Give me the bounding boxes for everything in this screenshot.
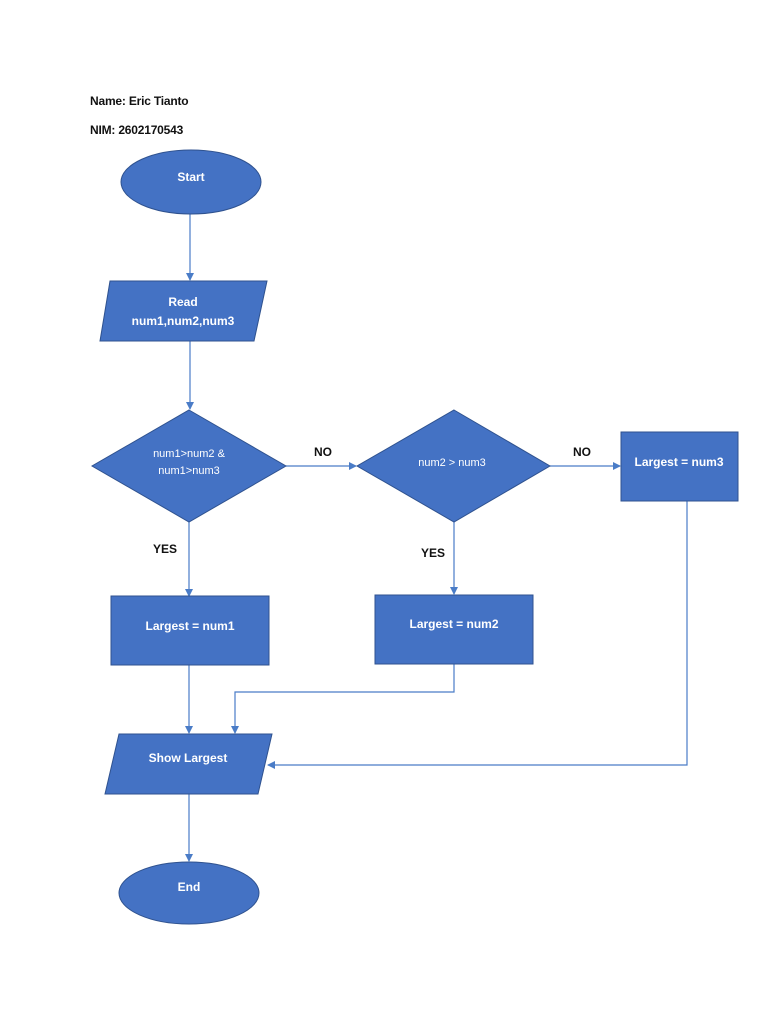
- condition1-no-label: NO: [314, 445, 332, 459]
- largest-num1-box: [110, 595, 270, 666]
- edge-largest2-to-show: [231, 664, 455, 734]
- largest-num1-label: Largest = num1: [145, 619, 234, 633]
- condition1-yes-label: YES: [153, 542, 177, 556]
- show-output-parallelogram: [104, 733, 273, 795]
- show-label: Show Largest: [149, 751, 228, 765]
- start-label: Start: [177, 170, 204, 184]
- condition1-label-line2: num1>num3: [158, 465, 219, 477]
- read-input-parallelogram: [99, 280, 268, 342]
- end-label: End: [178, 880, 201, 894]
- connectors: [185, 214, 688, 862]
- largest-num3-label: Largest = num3: [634, 455, 723, 469]
- largest-num2-label: Largest = num2: [409, 617, 498, 631]
- end-terminal: [118, 861, 260, 925]
- condition2-no-label: NO: [573, 445, 591, 459]
- read-label-line2: num1,num2,num3: [132, 314, 235, 328]
- condition1-diamond: [90, 409, 288, 523]
- largest-num3-box: [620, 431, 739, 502]
- condition2-label: num2 > num3: [418, 457, 486, 469]
- largest-num2-box: [374, 594, 534, 665]
- edge-largest3-to-show: [267, 501, 688, 769]
- condition2-yes-label: YES: [421, 546, 445, 560]
- author-nim: NIM: 2602170543: [90, 123, 184, 137]
- condition2-diamond: [355, 409, 551, 523]
- start-terminal: [120, 149, 262, 215]
- author-name: Name: Eric Tianto: [90, 94, 189, 108]
- read-label-line1: Read: [168, 295, 197, 309]
- condition1-label-line1: num1>num2 &: [153, 448, 226, 460]
